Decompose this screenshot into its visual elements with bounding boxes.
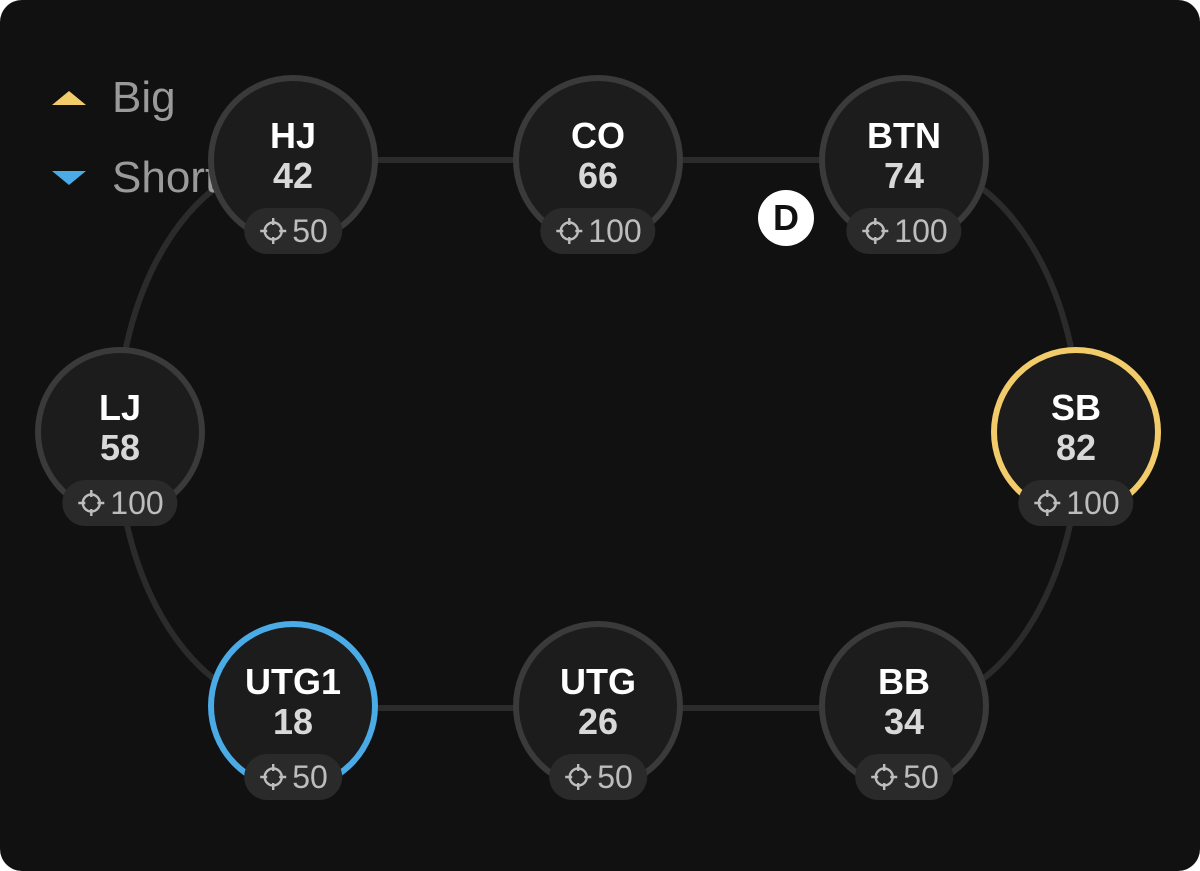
seat-value: 34 <box>883 701 925 742</box>
legend-item-big: Big <box>52 58 217 138</box>
stack-badge: 50 <box>244 208 342 254</box>
stack-value: 100 <box>588 212 642 249</box>
stack-badge: 50 <box>244 754 342 800</box>
stack-badge: 100 <box>62 480 178 526</box>
seat-position-label: UTG1 <box>244 661 341 702</box>
crosshair-icon <box>260 764 287 790</box>
seat-position-label: BTN <box>867 115 941 156</box>
triangle-down-icon <box>52 171 86 185</box>
legend: Big Short <box>52 58 217 218</box>
stack-badge: 100 <box>1018 480 1134 526</box>
seat-ring <box>208 75 378 245</box>
stack-value: 100 <box>110 484 164 521</box>
crosshair-icon <box>556 218 583 244</box>
crosshair-icon <box>871 764 898 790</box>
dealer-button: D <box>758 190 814 246</box>
stack-value: 50 <box>292 212 328 249</box>
stack-value: 50 <box>292 758 328 795</box>
seat-ring <box>35 347 205 517</box>
triangle-up-icon <box>52 91 86 105</box>
seat-position-label: SB <box>1050 387 1101 428</box>
stack-badge: 50 <box>855 754 953 800</box>
stack-badge: 100 <box>846 208 962 254</box>
seat-value: 58 <box>99 427 141 468</box>
crosshair-icon <box>565 764 592 790</box>
crosshair-icon <box>1034 490 1061 516</box>
legend-label-short: Short <box>112 153 218 202</box>
stack-value: 100 <box>1066 484 1120 521</box>
seat-value: 26 <box>577 701 619 742</box>
crosshair-icon <box>862 218 889 244</box>
seat-position-label: HJ <box>269 115 317 156</box>
seat-value: 66 <box>577 155 619 196</box>
seat-value: 74 <box>883 155 925 196</box>
seat-value: 42 <box>272 155 314 196</box>
seat-value: 18 <box>272 701 314 742</box>
crosshair-icon <box>260 218 287 244</box>
legend-label-big: Big <box>112 73 176 122</box>
seat-position-label: BB <box>878 661 930 702</box>
seat-position-label: UTG <box>560 661 636 702</box>
seat-position-label: CO <box>571 115 625 156</box>
stack-badge: 50 <box>549 754 647 800</box>
stack-value: 50 <box>597 758 633 795</box>
seat-value: 82 <box>1055 427 1097 468</box>
seat-position-label: LJ <box>98 387 141 428</box>
crosshair-icon <box>78 490 105 516</box>
stack-value: 100 <box>894 212 948 249</box>
stack-badge: 100 <box>540 208 656 254</box>
legend-item-short: Short <box>52 138 217 218</box>
stack-value: 50 <box>903 758 939 795</box>
